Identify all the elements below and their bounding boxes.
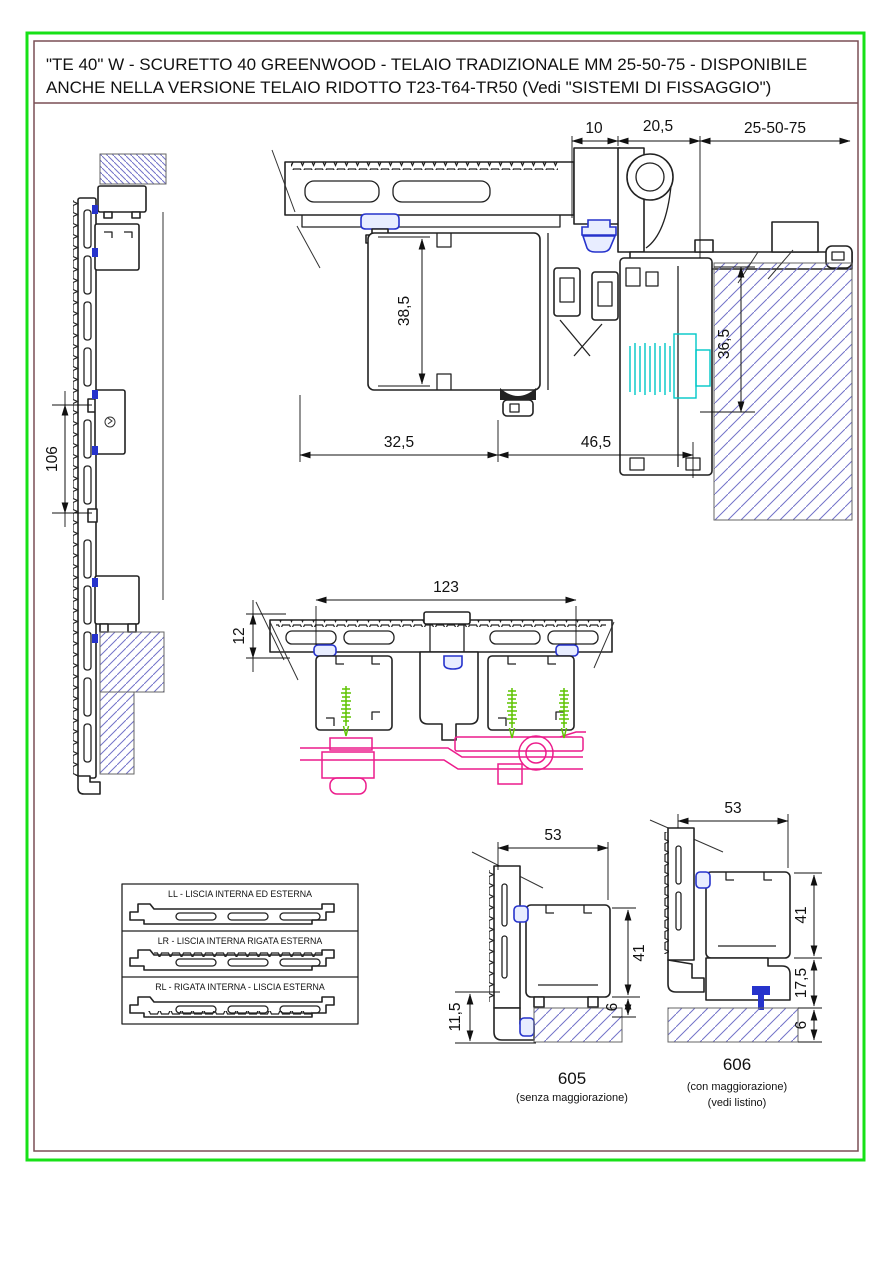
dim-606-17-5: 17,5 xyxy=(793,968,810,998)
dim-606-53: 53 xyxy=(724,800,741,817)
inner-maroon-frame xyxy=(33,40,859,1152)
variant-label-ll: LL - LISCIA INTERNA ED ESTERNA xyxy=(168,889,312,899)
wall-hatch-bottom-left xyxy=(99,631,165,693)
gasket-dark xyxy=(500,388,536,400)
gasket-clip xyxy=(92,205,98,214)
jamb-profile xyxy=(619,257,713,476)
dim-46-5: 46,5 xyxy=(581,434,611,451)
dim-606-41: 41 xyxy=(793,906,810,923)
outer-green-frame xyxy=(25,31,866,1162)
detail-605-caption: (senza maggiorazione) xyxy=(516,1092,628,1104)
detail-606-code: 606 xyxy=(723,1055,751,1074)
sill-hatch-606 xyxy=(667,1007,799,1043)
detail-605: 53 41 6 11,5 605 (senza maggiorazione) xyxy=(447,827,648,1104)
detail-606-caption-2: (vedi listino) xyxy=(708,1097,767,1109)
title-line-1: "TE 40" W - SCURETTO 40 GREENWOOD - TELA… xyxy=(46,55,807,74)
variant-label-lr: LR - LISCIA INTERNA RIGATA ESTERNA xyxy=(158,936,323,946)
variant-label-rl: RL - RIGATA INTERNA - LISCIA ESTERNA xyxy=(155,982,325,992)
dim-25-50-75: 25-50-75 xyxy=(744,120,806,137)
gasket-plug xyxy=(752,986,770,1010)
left-wall-section: 106 xyxy=(44,153,167,795)
dim-605-11-5: 11,5 xyxy=(447,1002,464,1031)
main-cross-section: 10 20,5 25-50-75 38,5 36,5 32,5 46,5 xyxy=(271,118,853,521)
dim-605-6: 6 xyxy=(604,1003,621,1012)
dim-605-53: 53 xyxy=(544,827,561,844)
detail-606-caption-1: (con maggiorazione) xyxy=(687,1081,787,1093)
sill-hatch-605 xyxy=(533,1007,623,1043)
hinge-hardware-pink xyxy=(300,731,586,795)
dim-106: 106 xyxy=(44,446,61,472)
dim-605-41: 41 xyxy=(631,944,648,961)
maggiorazione-profile xyxy=(705,957,791,1001)
wall-hatch-top-left xyxy=(99,153,167,185)
border-frames xyxy=(25,31,866,1162)
dim-606-6: 6 xyxy=(793,1021,810,1030)
profile-605-box xyxy=(525,904,611,998)
detail-606: 53 41 17,5 6 606 (con maggiorazione) (ve… xyxy=(649,800,822,1109)
profile-606-box xyxy=(705,871,791,959)
wall-hatch-right xyxy=(713,262,853,521)
dim-12: 12 xyxy=(231,627,248,644)
dim-36-5: 36,5 xyxy=(716,329,733,359)
title-block: "TE 40" W - SCURETTO 40 GREENWOOD - TELA… xyxy=(46,55,807,97)
gasket-top xyxy=(360,213,400,230)
dim-32-5: 32,5 xyxy=(384,434,414,451)
horizontal-cross-section: 123 12 xyxy=(231,579,615,795)
dim-20-5: 20,5 xyxy=(643,118,673,135)
frame-profile-box xyxy=(367,232,541,391)
finish-variants-table: LL - LISCIA INTERNA ED ESTERNA LR - LISC… xyxy=(121,883,359,1025)
dim-38-5: 38,5 xyxy=(396,296,413,326)
gasket-cup xyxy=(581,235,617,253)
dim-10: 10 xyxy=(585,120,603,137)
dim-123: 123 xyxy=(433,579,459,596)
title-line-2: ANCHE NELLA VERSIONE TELAIO RIDOTTO T23-… xyxy=(46,78,771,97)
center-junction-profile xyxy=(419,651,479,741)
detail-605-code: 605 xyxy=(558,1069,586,1088)
anchor-screw-cyan xyxy=(629,333,711,399)
